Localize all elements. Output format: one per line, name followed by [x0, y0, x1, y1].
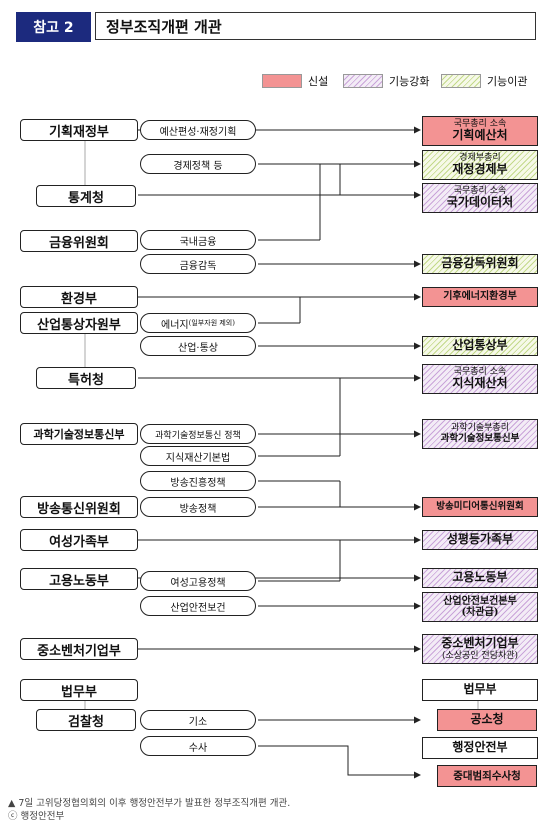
org-right-science-ict-note: 과학기술부총리	[451, 423, 509, 434]
legend-new-label: 신설	[308, 75, 329, 88]
org-right-science-ict-label: 과학기술정보통신부	[440, 432, 520, 444]
org-left-gender-family: 여성가족부	[20, 529, 138, 551]
func-energy: 에너지(일부자원 제외)	[140, 313, 256, 333]
org-right-planning-budget: 국무총리 소속 기획예산처	[422, 116, 538, 146]
org-left-financial-services: 금융위원회	[20, 230, 138, 252]
legend-new-swatch	[262, 74, 302, 88]
org-right-ip-office-label: 지식재산처	[452, 376, 508, 391]
org-right-finance-economy-label: 재정경제부	[452, 162, 508, 177]
org-left-finance-economy: 기획재정부	[20, 119, 138, 141]
func-industry-trade: 산업·통상	[140, 336, 256, 356]
func-broadcast-promotion: 방송진흥정책	[140, 471, 256, 491]
org-left-trade-industry-energy: 산업통상자원부	[20, 312, 138, 334]
org-right-planning-budget-note: 국무총리 소속	[453, 118, 507, 129]
legend-improve-swatch	[441, 74, 481, 88]
org-right-national-data-label: 국가데이터처	[446, 195, 514, 210]
org-right-planning-budget-label: 기획예산처	[452, 128, 508, 143]
org-left-science-ict: 과학기술정보통신부	[20, 423, 138, 445]
org-right-smes-startups-note: (소상공인 전담차관)	[441, 650, 519, 661]
func-domestic-finance: 국내금융	[140, 230, 256, 250]
org-right-national-data-note: 국무총리 소속	[453, 185, 507, 196]
func-indictment: 기소	[140, 710, 256, 730]
org-right-broadcast-media-commission: 방송미디어통신위원회	[422, 497, 538, 517]
org-right-interior-safety: 행정안전부	[422, 737, 538, 759]
func-budget: 예산편성·재정기획	[140, 120, 256, 140]
org-right-industrial-safety-hq-label: 산업안전보건본부	[443, 595, 517, 607]
org-right-ip-office: 국무총리 소속 지식재산처	[422, 364, 538, 394]
caption-text: ▲ 7일 고위당정협의회의 이후 행정안전부가 발표한 정부조직개편 개관.	[8, 798, 291, 809]
org-right-science-ict: 과학기술부총리 과학기술정보통신부	[422, 419, 538, 449]
legend-strengthen-label: 기능강화	[389, 75, 430, 88]
func-industrial-safety: 산업안전보건	[140, 596, 256, 616]
org-right-finance-economy-note: 경제부총리	[459, 152, 501, 163]
org-right-smes-startups: 중소벤처기업부 (소상공인 전담차관)	[422, 634, 538, 664]
legend-improve-label: 기능이관	[487, 75, 528, 88]
func-energy-label: 에너지	[161, 319, 189, 331]
func-women-employment: 여성고용정책	[140, 571, 256, 591]
org-left-patent-office: 특허청	[36, 367, 136, 389]
legend-strengthen: 기능강화	[343, 73, 429, 89]
page-title: 정부조직개편 개관	[95, 12, 536, 40]
reference-badge: 참고 2	[16, 12, 91, 42]
org-left-prosecution: 검찰청	[36, 709, 136, 731]
org-right-financial-supervision-commission: 금융감독위원회	[422, 254, 538, 274]
caption-credit: ⓒ 행정안전부	[8, 810, 65, 822]
func-economic-policy: 경제정책 등	[140, 154, 256, 174]
org-right-national-data: 국무총리 소속 국가데이터처	[422, 183, 538, 213]
func-ip-framework-act: 지식재산기본법	[140, 446, 256, 466]
org-right-indictment-office: 공소청	[437, 709, 537, 731]
org-left-environment: 환경부	[20, 286, 138, 308]
org-left-justice: 법무부	[20, 679, 138, 701]
func-investigation: 수사	[140, 736, 256, 756]
org-left-labor: 고용노동부	[20, 568, 138, 590]
org-right-serious-crimes-investigation: 중대범죄수사청	[437, 765, 537, 787]
org-left-broadcasting-commission: 방송통신위원회	[20, 496, 138, 518]
org-right-justice: 법무부	[422, 679, 538, 701]
func-financial-supervision: 금융감독	[140, 254, 256, 274]
org-right-labor: 고용노동부	[422, 568, 538, 588]
org-right-industry-trade: 산업통상부	[422, 336, 538, 356]
org-right-ip-office-note: 국무총리 소속	[453, 366, 507, 377]
org-right-smes-startups-label: 중소벤처기업부	[441, 635, 519, 650]
org-right-gender-equality-family: 성평등가족부	[422, 530, 538, 550]
org-right-industrial-safety-hq: 산업안전보건본부 (차관급)	[422, 592, 538, 622]
legend-strengthen-swatch	[343, 74, 383, 88]
org-right-finance-economy: 경제부총리 재정경제부	[422, 150, 538, 180]
org-left-statistics: 통계청	[36, 185, 136, 207]
func-science-ict-policy: 과학기술정보통신 정책	[140, 424, 256, 444]
func-broadcast-policy: 방송정책	[140, 497, 256, 517]
org-right-industrial-safety-hq-note: (차관급)	[461, 607, 499, 618]
org-right-climate-energy-environment: 기후에너지환경부	[422, 287, 538, 307]
figure-caption: ▲ 7일 고위당정협의회의 이후 행정안전부가 발표한 정부조직개편 개관. ⓒ…	[8, 798, 290, 824]
legend-improve: 기능이관	[441, 73, 527, 89]
org-left-smes-startups: 중소벤처기업부	[20, 638, 138, 660]
func-energy-note: (일부자원 제외)	[188, 319, 235, 327]
legend-new: 신설	[262, 73, 328, 89]
